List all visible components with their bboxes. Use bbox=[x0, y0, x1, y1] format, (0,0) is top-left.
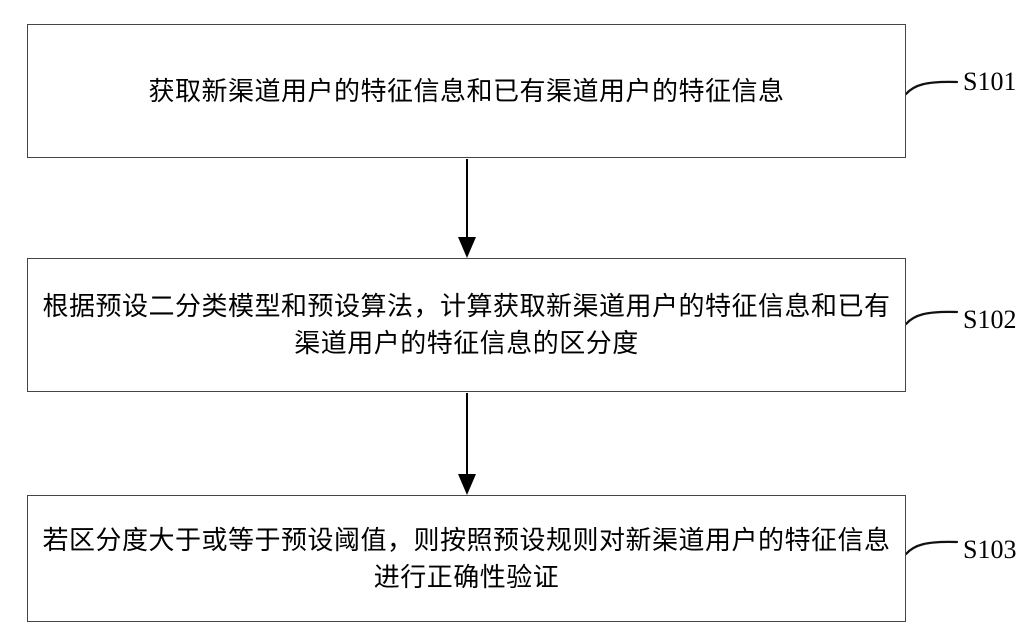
step-label-s102: S102 bbox=[963, 305, 1017, 334]
leader-curve-s102 bbox=[904, 310, 959, 326]
step-label-s101: S101 bbox=[963, 67, 1017, 96]
flow-step-box-s102: 根据预设二分类模型和预设算法，计算获取新渠道用户的特征信息和已有 渠道用户的特征… bbox=[27, 258, 906, 392]
flow-step-box-s103: 若区分度大于或等于预设阈值，则按照预设规则对新渠道用户的特征信息 进行正确性验证 bbox=[27, 495, 906, 622]
step-text-line: 渠道用户的特征信息的区分度 bbox=[294, 329, 639, 358]
step-text-line: 若区分度大于或等于预设阈值，则按照预设规则对新渠道用户的特征信息 bbox=[42, 525, 891, 555]
arrow-down-2 bbox=[458, 393, 476, 495]
leader-curve-s103 bbox=[904, 540, 959, 556]
flow-step-box-s101: 获取新渠道用户的特征信息和已有渠道用户的特征信息 bbox=[27, 24, 906, 158]
step-text-line: 进行正确性验证 bbox=[373, 562, 560, 592]
step-label-s103: S103 bbox=[963, 535, 1017, 564]
step-text-line: 根据预设二分类模型和预设算法，计算获取新渠道用户的特征信息和已有 bbox=[42, 292, 891, 321]
step-text-line: 获取新渠道用户的特征信息和已有渠道用户的特征信息 bbox=[148, 76, 785, 106]
leader-curve-s101 bbox=[904, 80, 959, 96]
arrow-down-1 bbox=[458, 159, 476, 258]
